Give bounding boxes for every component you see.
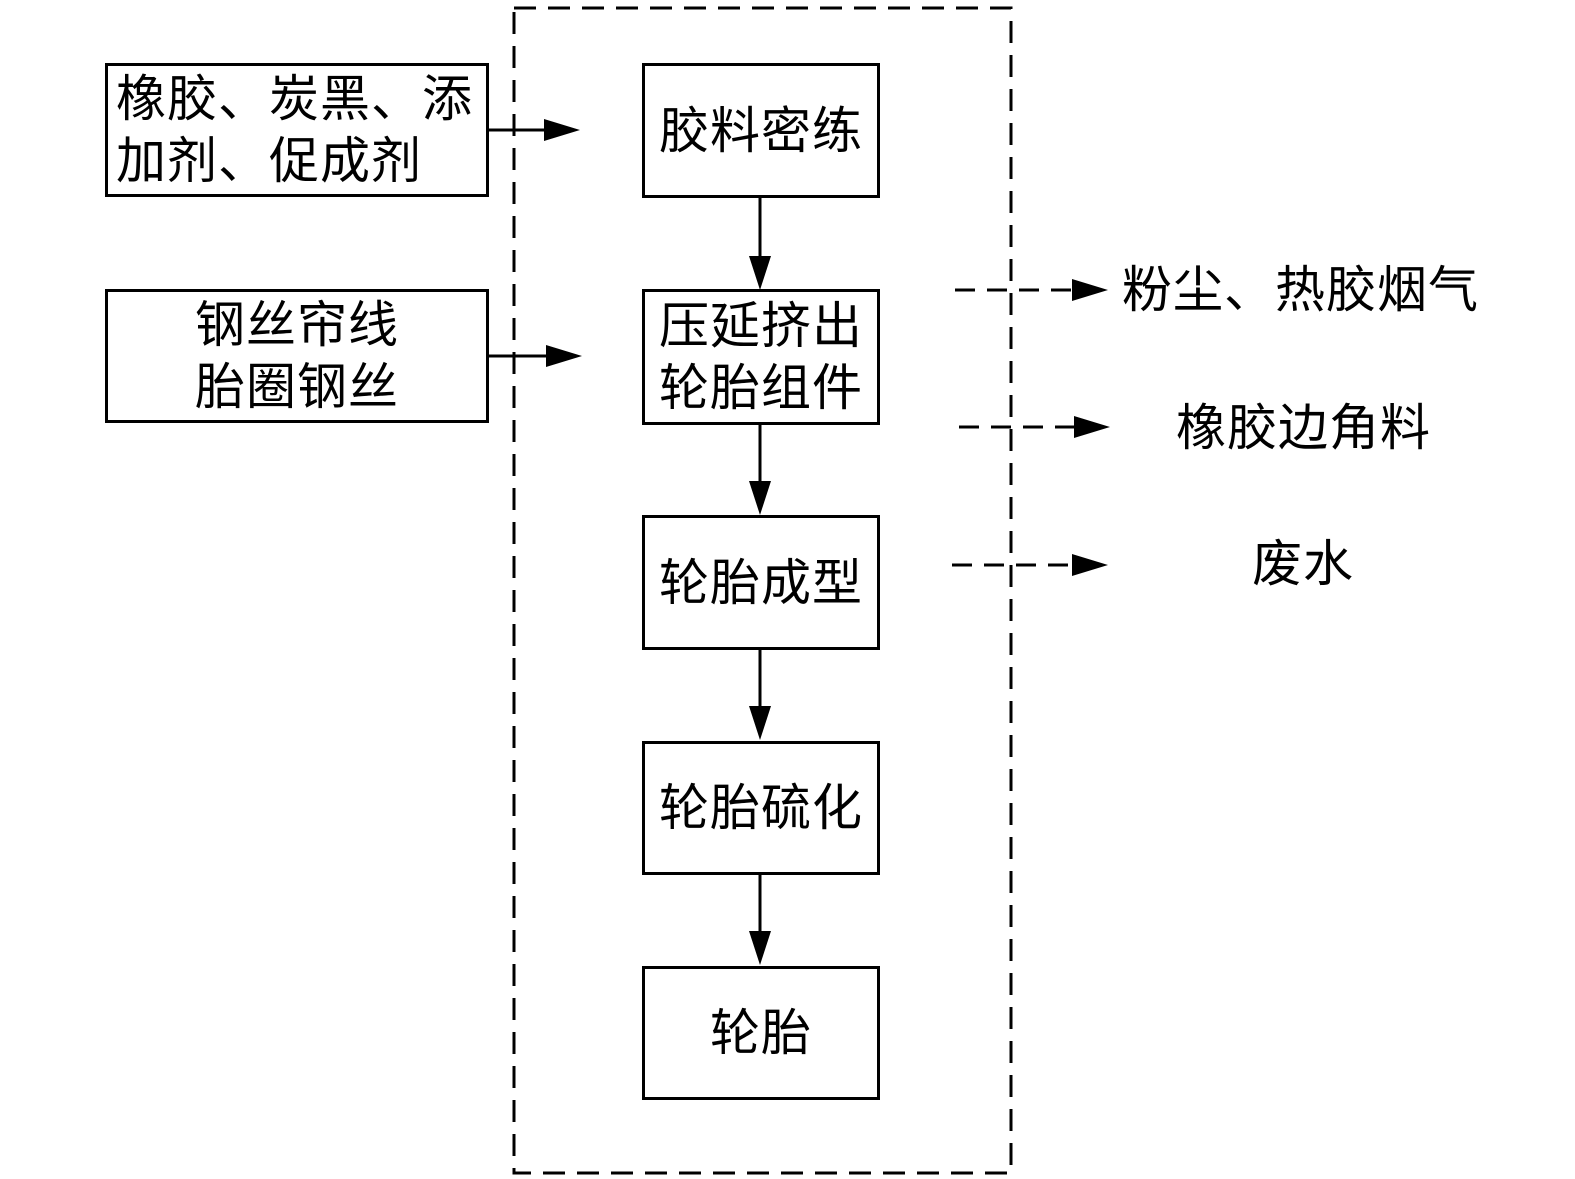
input-arrowhead-steel — [546, 345, 582, 367]
process-box-building-label: 轮胎成型 — [659, 553, 863, 612]
input-box-materials-line-1: 橡胶、炭黑、添 — [116, 70, 473, 128]
process-box-calendering: 压延挤出 轮胎组件 — [642, 289, 880, 425]
output-label-wastewater: 废水 — [1252, 535, 1354, 593]
output-arrowhead-wastewater — [1072, 554, 1108, 576]
process-box-vulcanization: 轮胎硫化 — [642, 741, 880, 875]
process-box-tire-label: 轮胎 — [710, 1004, 812, 1062]
process-box-tire: 轮胎 — [642, 966, 880, 1100]
input-box-steel: 钢丝帘线 胎圈钢丝 — [105, 289, 489, 423]
process-box-building: 轮胎成型 — [642, 515, 880, 650]
output-label-scrap: 橡胶边角料 — [1176, 399, 1431, 457]
process-box-mixing: 胶料密练 — [642, 63, 880, 198]
output-label-emissions: 粉尘、热胶烟气 — [1122, 261, 1479, 319]
flow-arrowhead-3 — [749, 706, 771, 740]
process-box-calendering-line-1: 压延挤出 — [659, 297, 863, 355]
input-box-steel-line-1: 钢丝帘线 — [195, 296, 399, 354]
input-box-steel-line-2: 胎圈钢丝 — [195, 358, 399, 416]
flow-arrowhead-2 — [749, 481, 771, 515]
process-boundary-dashed — [512, 6, 1013, 1175]
input-arrowhead-materials — [544, 119, 580, 141]
input-box-materials: 橡胶、炭黑、添 加剂、促成剂 — [105, 63, 489, 197]
process-box-mixing-label: 胶料密练 — [659, 101, 863, 160]
process-box-calendering-line-2: 轮胎组件 — [659, 359, 863, 417]
output-arrowhead-scrap — [1074, 416, 1110, 438]
output-arrowhead-emissions — [1072, 279, 1108, 301]
input-box-materials-line-2: 加剂、促成剂 — [116, 132, 422, 190]
flow-arrowhead-1 — [749, 256, 771, 290]
flow-arrowhead-4 — [749, 931, 771, 965]
process-box-vulcanization-label: 轮胎硫化 — [659, 779, 863, 837]
